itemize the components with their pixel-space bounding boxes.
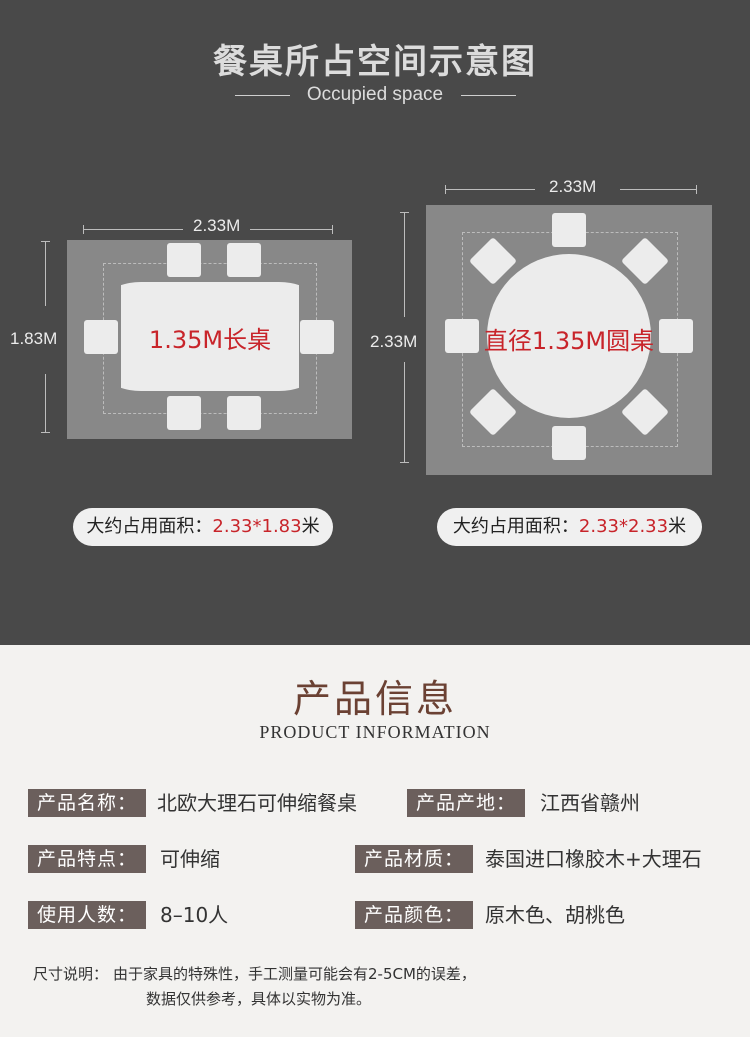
chair [167,243,201,277]
round-height-tick [400,212,409,213]
rect-area-value: 2.33*1.83 [212,516,302,537]
chair [552,426,586,460]
round-width-tick [696,185,697,194]
rect-height-dim-top [45,241,46,306]
round-area-value: 2.33*2.33 [578,516,669,537]
chair [227,396,261,430]
round-height-dim-top [404,212,405,317]
info-title: 产品信息 [292,677,457,721]
round-area-pill: 大约占用面积：2.33*2.33米 [437,508,702,546]
color-value: 原木色、胡桃色 [485,903,625,927]
round-table-shape [487,254,651,418]
feature-label: 产品特点： [28,845,147,873]
round-height-dim-bottom [404,362,405,463]
rect-height-label: 1.83M [10,329,58,348]
rect-height-dim-bottom [45,374,46,433]
chair [227,243,261,277]
subtitle-rule-right [461,95,516,96]
chair [659,319,693,353]
feature-value: 可伸缩 [160,847,220,871]
capacity-label: 使用人数： [28,901,147,929]
rect-height-tick [41,241,50,242]
size-note-line1: 由于家具的特殊性，手工测量可能会有2-5CM的误差， [113,965,476,983]
origin-value: 江西省赣州 [540,791,640,815]
name-label: 产品名称： [28,789,147,817]
round-area-prefix: 大约占用面积： [452,516,579,537]
rect-area-pill: 大约占用面积：2.33*1.83米 [73,508,333,546]
round-width-tick [445,185,446,194]
chair [552,213,586,247]
round-height-tick [400,462,409,463]
round-width-label: 2.33M [549,177,597,196]
color-label: 产品颜色： [355,901,474,929]
subtitle-rule-left [235,95,290,96]
info-subtitle: PRODUCT INFORMATION [259,722,491,742]
round-width-dim-left [445,189,535,190]
rect-table-label: 1.35M长桌 [148,326,272,354]
rect-height-tick [41,432,50,433]
rect-width-label: 2.33M [193,216,241,235]
chair [445,319,479,353]
info-section [0,645,750,1037]
rect-table-shape [121,282,299,391]
page-title: 餐桌所占空间示意图 [213,42,537,82]
capacity-value: 8–10人 [160,903,229,927]
rect-width-dim-right [250,229,332,230]
chair [167,396,201,430]
rect-width-dim-left [83,229,183,230]
origin-label: 产品产地： [407,789,526,817]
round-table-label: 直径1.35M圆桌 [483,327,655,355]
size-note-line2: 数据仅供参考，具体以实物为准。 [146,990,372,1008]
rect-width-tick [83,225,84,234]
chair [300,320,334,354]
round-area-unit: 米 [668,516,687,537]
rect-area-prefix: 大约占用面积： [86,516,213,537]
material-label: 产品材质： [355,845,474,873]
name-value: 北欧大理石可伸缩餐桌 [157,791,357,815]
rect-area-unit: 米 [301,516,320,537]
round-width-dim-right [620,189,696,190]
round-height-label: 2.33M [370,332,418,351]
material-value: 泰国进口橡胶木+大理石 [485,847,702,871]
chair [84,320,118,354]
rect-width-tick [332,225,333,234]
size-note-label: 尺寸说明： [33,965,109,983]
page-subtitle: Occupied space [306,84,444,105]
